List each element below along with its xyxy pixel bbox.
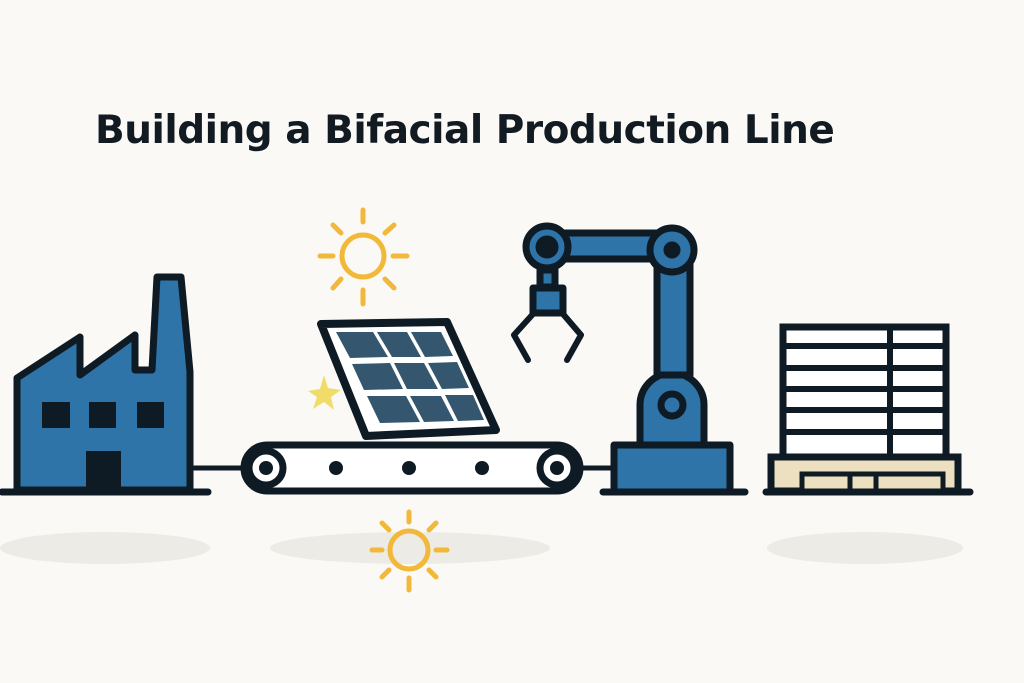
factory-shadow [0, 532, 210, 564]
stacked-panels-pallet-icon [762, 323, 974, 496]
conveyor-shadow [270, 532, 550, 564]
sun-icon-bottom [369, 509, 450, 593]
robot-arm-icon [511, 222, 749, 496]
ground-shadows [0, 532, 963, 564]
conveyor-belt-icon [240, 441, 584, 495]
sun-icon-top [317, 207, 410, 307]
page-title: Building a Bifacial Production Line [95, 108, 835, 153]
pallet-shadow [767, 532, 963, 564]
sparkle-star-icon [308, 375, 341, 410]
solar-panel-icon [317, 318, 500, 440]
factory-icon [0, 273, 212, 496]
